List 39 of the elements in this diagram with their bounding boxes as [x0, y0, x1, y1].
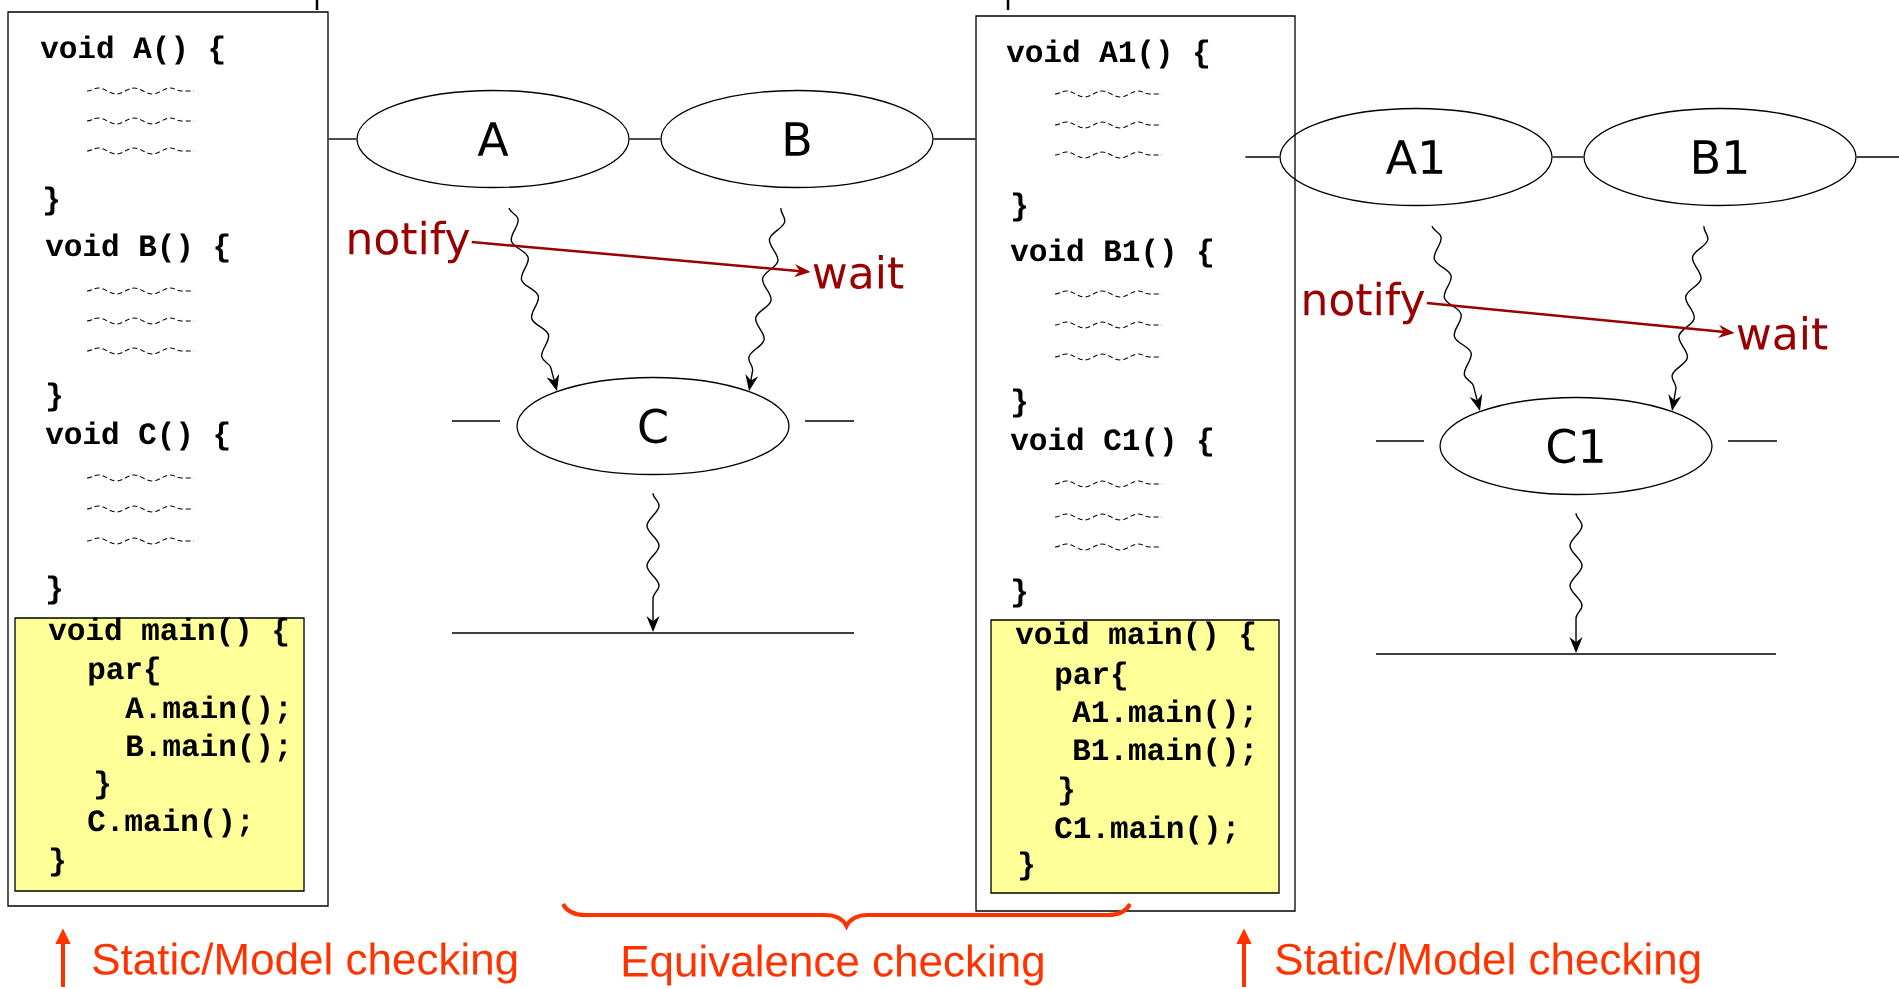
connector-line	[1244, 156, 1281, 158]
code-line: }	[1013, 192, 1026, 222]
connector-line	[327, 138, 358, 140]
code-line: C.main();	[88, 808, 249, 838]
code-line: C1.main();	[1055, 815, 1234, 845]
code-line: A.main();	[125, 695, 287, 725]
code-line: par{	[89, 656, 159, 686]
event-label: notify	[349, 220, 470, 264]
code-line: A1.main();	[1072, 699, 1252, 729]
code-line: }	[1020, 851, 1033, 881]
connector-line	[1551, 156, 1585, 158]
code-line: }	[1060, 776, 1073, 806]
code-line: void C1() {	[1010, 427, 1213, 457]
code-line: void A1() {	[1006, 39, 1209, 69]
code-line: }	[96, 770, 109, 800]
code-line: }	[48, 575, 61, 605]
connector-line	[932, 138, 977, 140]
code-line: }	[51, 847, 64, 877]
code-line: }	[1013, 578, 1026, 608]
connector-line	[628, 138, 662, 140]
event-label: notify	[1304, 281, 1425, 325]
code-line: void C() {	[45, 421, 229, 451]
code-line: B.main();	[127, 733, 287, 763]
caption-text: Static/Model checking	[1276, 942, 1700, 984]
caption-text: Equivalence checking	[623, 944, 1043, 986]
code-line: void B() {	[45, 233, 229, 263]
code-line: void B1() {	[1010, 238, 1213, 268]
connector-line	[1855, 156, 1899, 158]
code-line: }	[1013, 388, 1026, 418]
code-line: }	[48, 382, 61, 412]
code-line: void main() {	[48, 617, 288, 647]
caption-text: Static/Model checking	[93, 942, 517, 984]
code-line: par{	[1056, 661, 1126, 691]
event-label: wait	[1737, 316, 1828, 351]
code-line: }	[45, 186, 58, 216]
event-label: wait	[813, 255, 904, 290]
code-line: void A() {	[40, 35, 224, 65]
code-line: B1.main();	[1074, 737, 1252, 767]
code-line: void main() {	[1015, 621, 1255, 651]
